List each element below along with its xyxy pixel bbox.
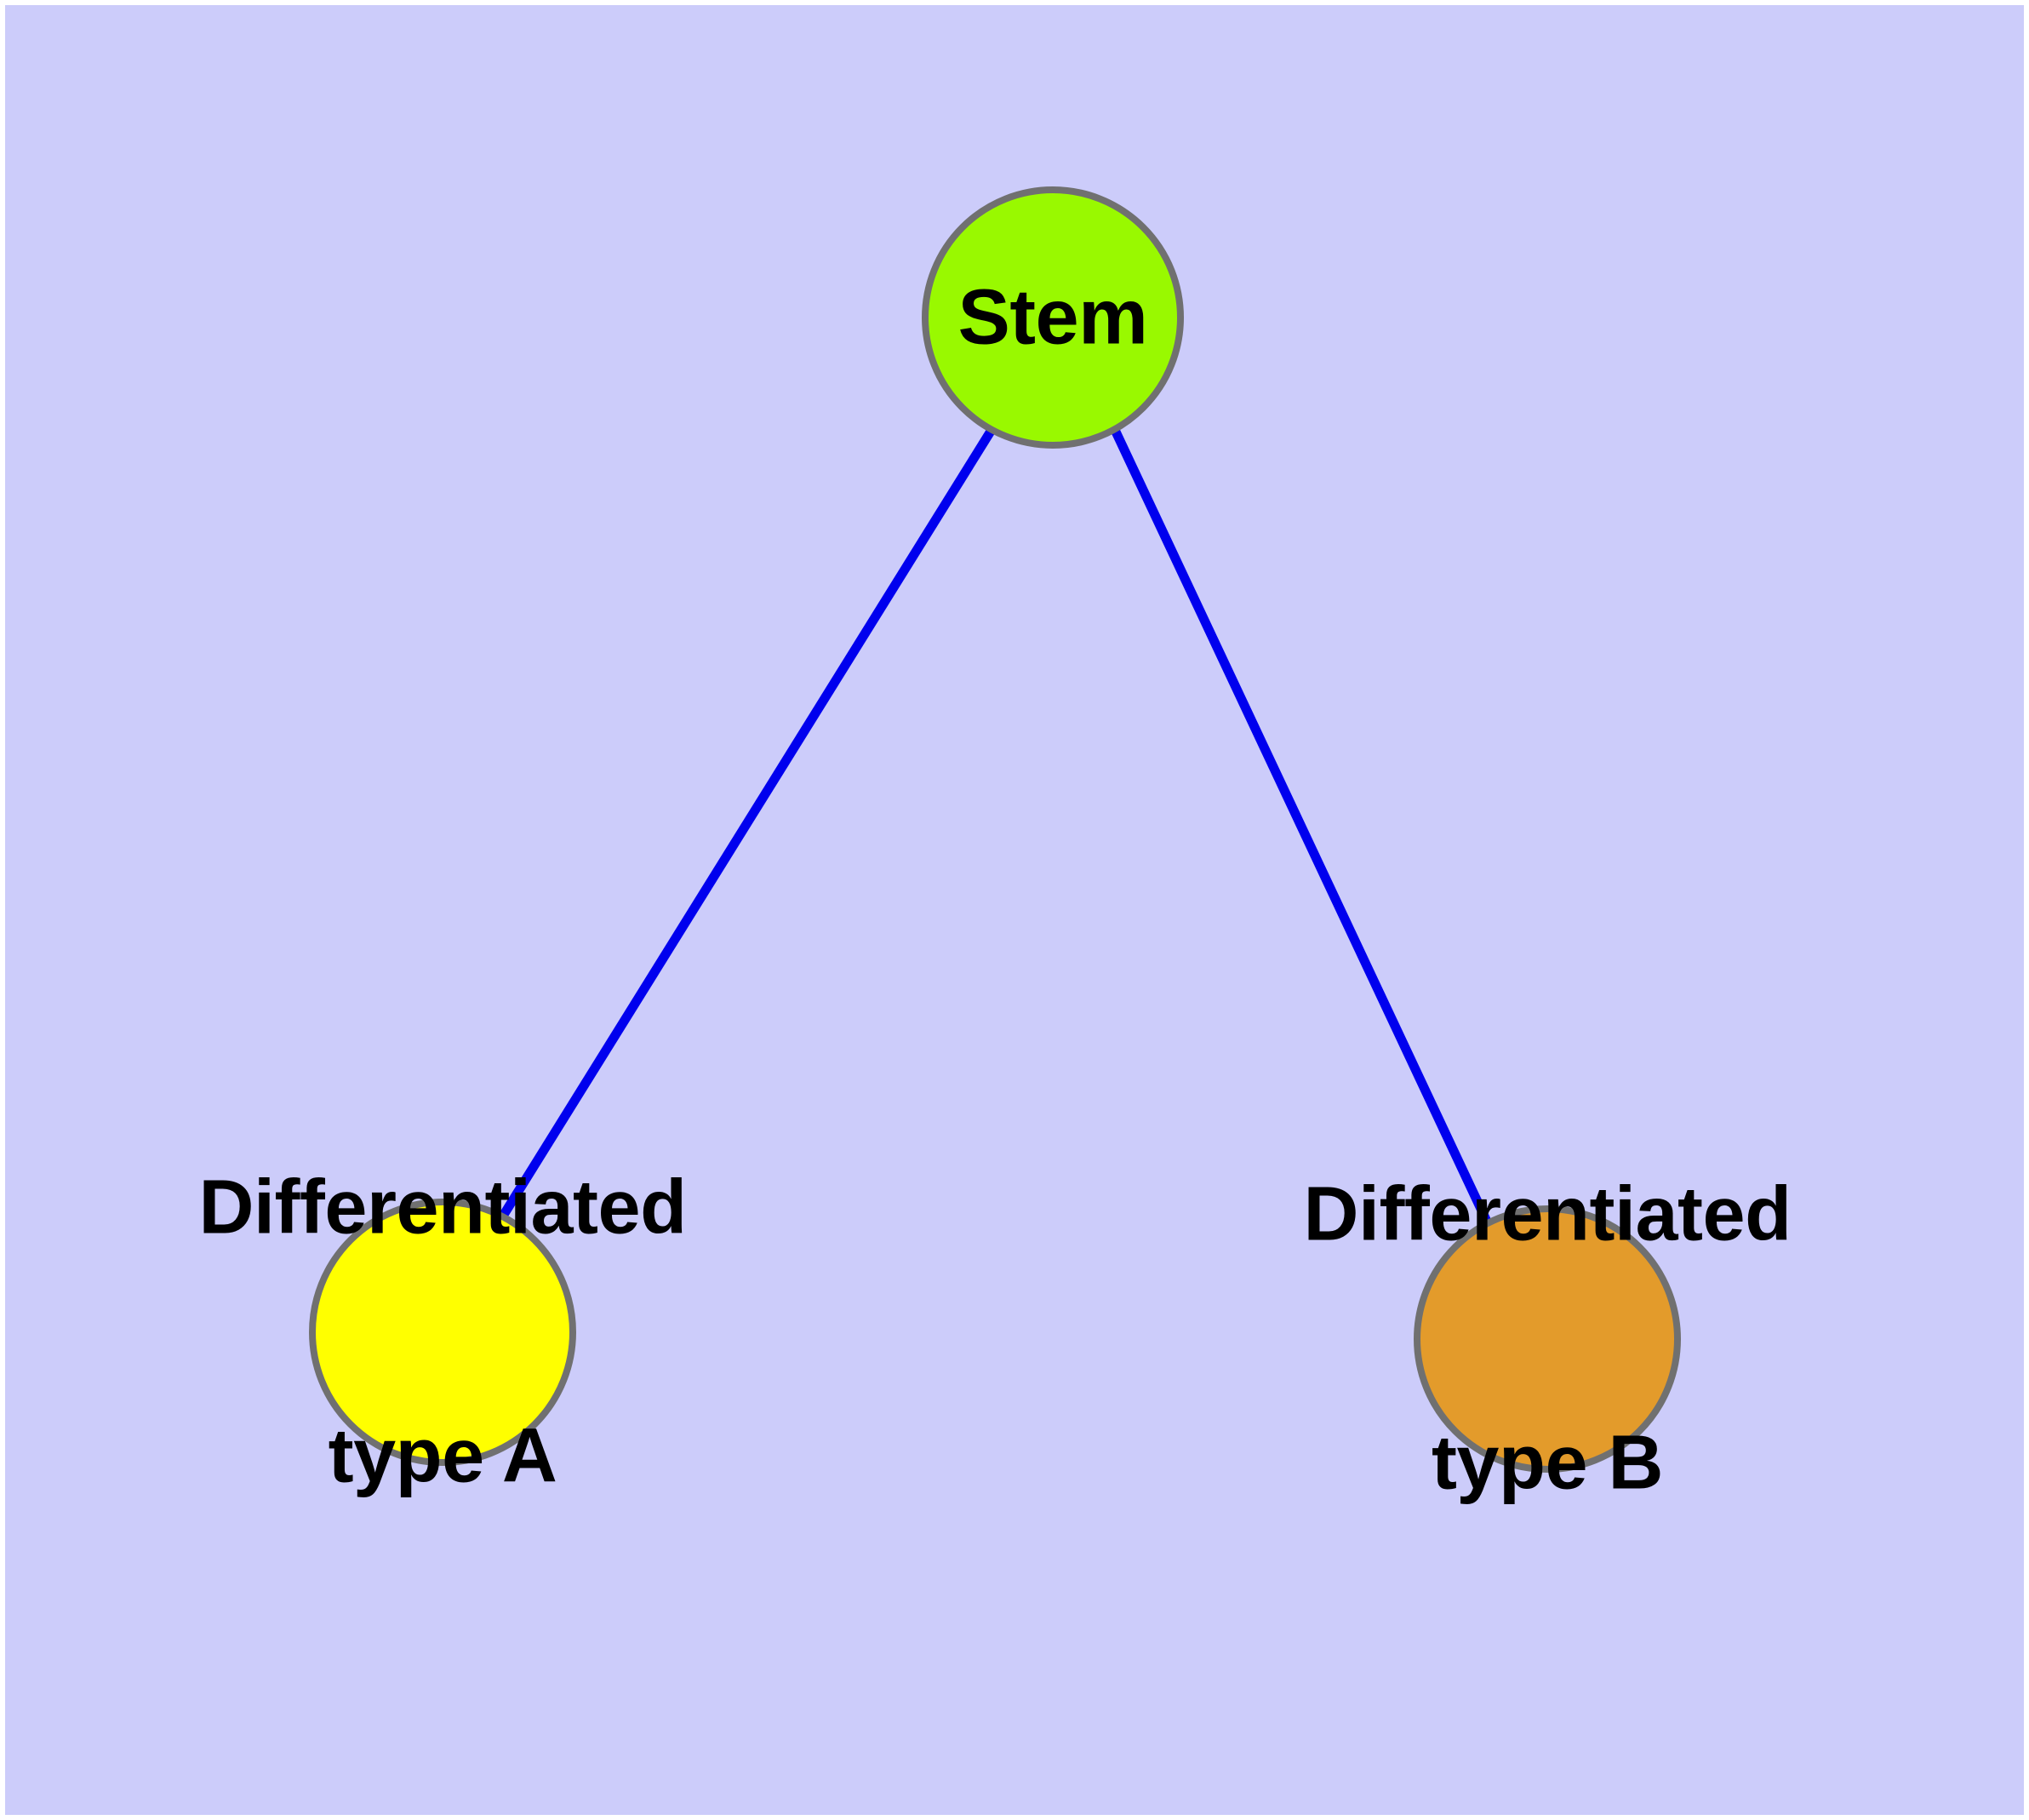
edge-stem-to-differentiated-type-b xyxy=(1111,427,1492,1226)
node-layer xyxy=(309,186,1681,1473)
edge-stem-to-differentiated-type-a xyxy=(498,427,996,1220)
node-circle-stem[interactable] xyxy=(922,186,1184,449)
node-circle-differentiated-type-a[interactable] xyxy=(309,1199,576,1466)
edge-layer xyxy=(498,427,1492,1226)
node-circle-differentiated-type-b[interactable] xyxy=(1414,1205,1681,1473)
